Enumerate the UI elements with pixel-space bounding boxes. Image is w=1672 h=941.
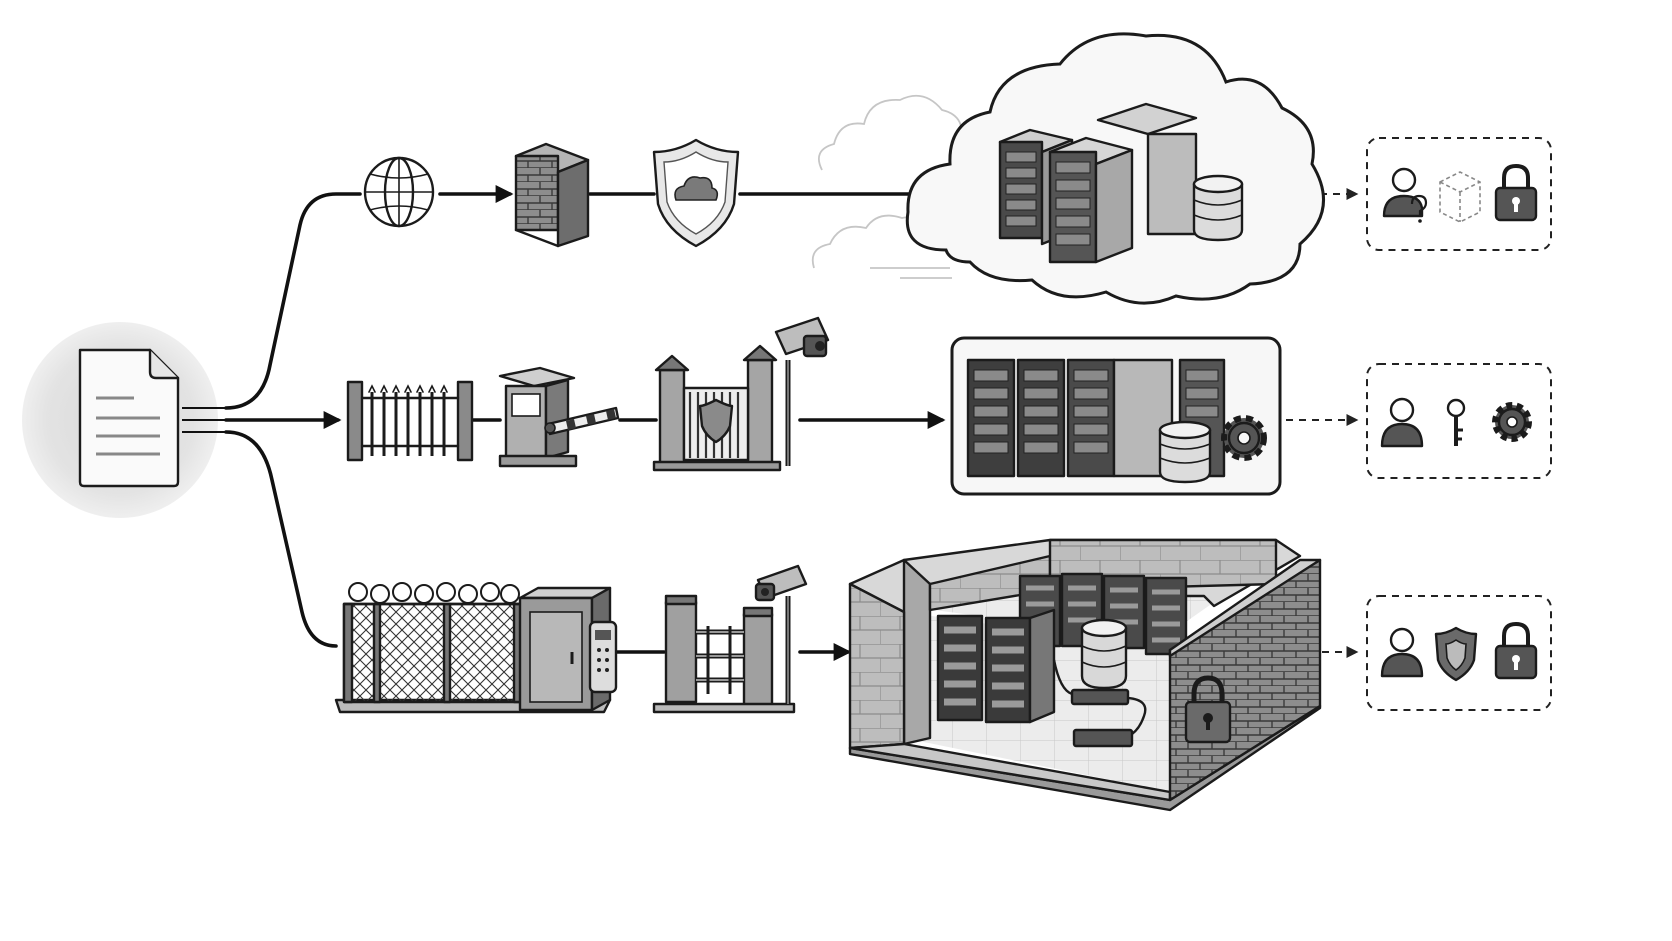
- vault-controls-box: [1366, 595, 1552, 711]
- vault-network-devices: [1052, 659, 1147, 748]
- keypad-icon: [588, 620, 618, 694]
- onpremise-controls-box: [1366, 363, 1552, 479]
- cloud-datacenter-icon: [905, 32, 1326, 305]
- security-gate-camera-icon: [652, 316, 830, 472]
- shield-icon: [1434, 626, 1478, 682]
- cloud-database-icon: [1192, 174, 1244, 242]
- globe-icon: [363, 156, 435, 228]
- cloud-shield-icon: [652, 138, 740, 248]
- vault-front-racks: [936, 608, 1056, 724]
- server-room-gear-icon: [1221, 415, 1267, 461]
- branch-to-cloud: [224, 192, 362, 410]
- cloud-server-rack-back: [1096, 102, 1198, 236]
- padlock-icon: [1494, 621, 1538, 680]
- dashed-cube-icon: [1439, 171, 1481, 223]
- vault-database-icon: [1080, 618, 1128, 690]
- razor-wire-fence-keypad-icon: [334, 582, 618, 714]
- onpremise-path: [346, 316, 1552, 496]
- user-icon: [1380, 397, 1424, 448]
- vault-padlock-icon: [1184, 675, 1232, 744]
- brick-firewall-icon: [514, 142, 590, 248]
- cloud-path: [363, 32, 1552, 305]
- server-room-icon: [950, 336, 1282, 496]
- flow-connectors: [182, 185, 1359, 661]
- guard-booth-barrier-icon: [498, 366, 620, 468]
- walled-vault-datacenter-icon: [848, 538, 1322, 812]
- branch-to-vault: [224, 430, 338, 648]
- server-rack-c: [1066, 358, 1174, 478]
- vault-path: [334, 538, 1552, 812]
- turnstile-camera-icon: [652, 564, 808, 714]
- padlock-icon: [1494, 163, 1538, 222]
- server-rack-b: [1016, 358, 1066, 478]
- gear-icon: [1492, 402, 1532, 442]
- server-room-database-icon: [1158, 420, 1212, 484]
- key-icon: [1446, 398, 1466, 446]
- cloud-controls-box: [1366, 137, 1552, 251]
- user-icon: [1380, 627, 1424, 678]
- server-rack-a: [966, 358, 1016, 478]
- iron-fence-icon: [346, 380, 474, 462]
- source-document: [22, 322, 218, 518]
- user-question-icon: [1382, 167, 1428, 223]
- document-icon: [78, 348, 180, 488]
- cloud-server-rack-2: [1048, 136, 1134, 264]
